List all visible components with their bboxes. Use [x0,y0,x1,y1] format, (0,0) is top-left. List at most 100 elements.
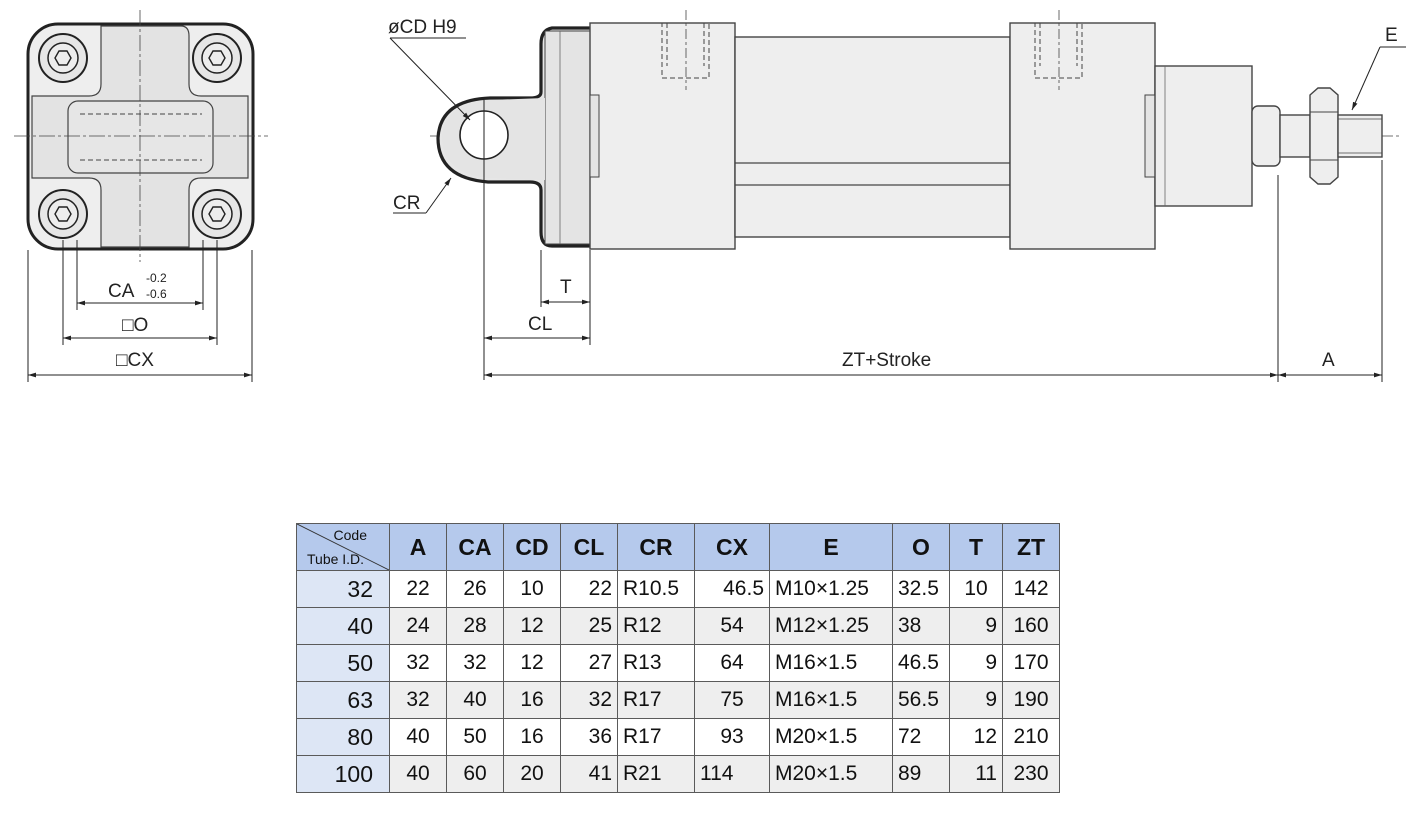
a-label: A [1322,350,1335,371]
front-view: CA -0.2 -0.6 □O □CX [14,10,268,382]
tube-id-cell: 63 [296,681,390,719]
column-header: CX [694,523,770,571]
column-header: E [769,523,893,571]
table-cell: 16 [503,681,561,719]
table-cell: 12 [503,607,561,645]
table-cell: 32 [446,644,504,682]
table-cell: 10 [503,570,561,608]
table-cell: 160 [1002,607,1060,645]
table-row: 40 24 28 12 25 R12 54 M12×1.25 38 9 160 [296,607,1060,645]
t-label: T [560,277,572,298]
table-cell: 41 [560,755,618,793]
table-cell: R13 [617,644,695,682]
table-cell: M12×1.25 [769,607,893,645]
table-cell: 36 [560,718,618,756]
table-cell: 54 [694,607,770,645]
table-row: 32 22 26 10 22 R10.5 46.5 M10×1.25 32.5 … [296,570,1060,608]
table-cell: 26 [446,570,504,608]
table-cell: 46.5 [892,644,950,682]
table-cell: M10×1.25 [769,570,893,608]
table-cell: 40 [389,755,447,793]
column-header: ZT [1002,523,1060,571]
cx-label: □CX [116,350,154,371]
table-cell: 11 [949,755,1003,793]
column-header: A [389,523,447,571]
cylinder-dimension-drawing: CA -0.2 -0.6 □O □CX [14,10,1406,382]
table-cell: 142 [1002,570,1060,608]
ca-label: CA [108,281,135,302]
table-cell: 40 [446,681,504,719]
table-cell: 12 [503,644,561,682]
tube-id-cell: 100 [296,755,390,793]
tube-id-cell: 40 [296,607,390,645]
table-cell: 60 [446,755,504,793]
table-cell: 38 [892,607,950,645]
bolt-icon [192,189,242,239]
table-cell: 10 [949,570,1003,608]
table-cell: 25 [560,607,618,645]
column-header: CL [560,523,618,571]
table-cell: 20 [503,755,561,793]
dimension-table: Code Tube I.D. A CA CD CL CR CX E O T ZT… [296,523,1060,793]
corner-tube-label: Tube I.D. [307,551,365,567]
corner-code-label: Code [333,527,367,543]
cl-label: CL [528,314,552,335]
table-corner-header: Code Tube I.D. [296,523,390,571]
table-cell: 46.5 [694,570,770,608]
table-cell: 16 [503,718,561,756]
table-row: 80 40 50 16 36 R17 93 M20×1.5 72 12 210 [296,718,1060,756]
side-view: T CL ZT+Stroke A øCD H9 CR E [388,10,1406,382]
table-row: 50 32 32 12 27 R13 64 M16×1.5 46.5 9 170 [296,644,1060,682]
table-cell: 9 [949,607,1003,645]
table-cell: 89 [892,755,950,793]
table-row: 63 32 40 16 32 R17 75 M16×1.5 56.5 9 190 [296,681,1060,719]
tube-id-cell: 80 [296,718,390,756]
column-header: CR [617,523,695,571]
ca-tolerance-upper: -0.2 [146,271,167,285]
table-cell: R17 [617,718,695,756]
table-cell: 170 [1002,644,1060,682]
bolt-icon [38,33,88,83]
table-header-row: Code Tube I.D. A CA CD CL CR CX E O T ZT [296,523,1060,571]
table-cell: R10.5 [617,570,695,608]
ca-tolerance-lower: -0.6 [146,287,167,301]
table-cell: 32.5 [892,570,950,608]
table-cell: 32 [389,681,447,719]
table-cell: 12 [949,718,1003,756]
table-cell: 9 [949,681,1003,719]
bolt-icon [38,189,88,239]
table-cell: 40 [389,718,447,756]
table-cell: M20×1.5 [769,755,893,793]
table-cell: 32 [389,644,447,682]
table-cell: 210 [1002,718,1060,756]
table-cell: M16×1.5 [769,644,893,682]
table-cell: M20×1.5 [769,718,893,756]
table-cell: 9 [949,644,1003,682]
table-cell: R17 [617,681,695,719]
table-cell: 72 [892,718,950,756]
column-header: T [949,523,1003,571]
table-cell: 28 [446,607,504,645]
cr-label: CR [393,193,420,214]
table-cell: M16×1.5 [769,681,893,719]
table-cell: 56.5 [892,681,950,719]
table-cell: 114 [694,755,770,793]
bolt-icon [192,33,242,83]
table-cell: 93 [694,718,770,756]
table-cell: R12 [617,607,695,645]
tube-id-cell: 32 [296,570,390,608]
table-cell: 190 [1002,681,1060,719]
tube-id-cell: 50 [296,644,390,682]
table-cell: 27 [560,644,618,682]
o-label: □O [122,315,148,336]
corner-diagonal [297,524,389,570]
zt-stroke-label: ZT+Stroke [842,350,931,371]
e-label: E [1385,25,1398,46]
column-header: O [892,523,950,571]
table-row: 100 40 60 20 41 R21 114 M20×1.5 89 11 23… [296,755,1060,793]
table-cell: 64 [694,644,770,682]
table-cell: 22 [560,570,618,608]
column-header: CD [503,523,561,571]
table-cell: 230 [1002,755,1060,793]
table-cell: 24 [389,607,447,645]
